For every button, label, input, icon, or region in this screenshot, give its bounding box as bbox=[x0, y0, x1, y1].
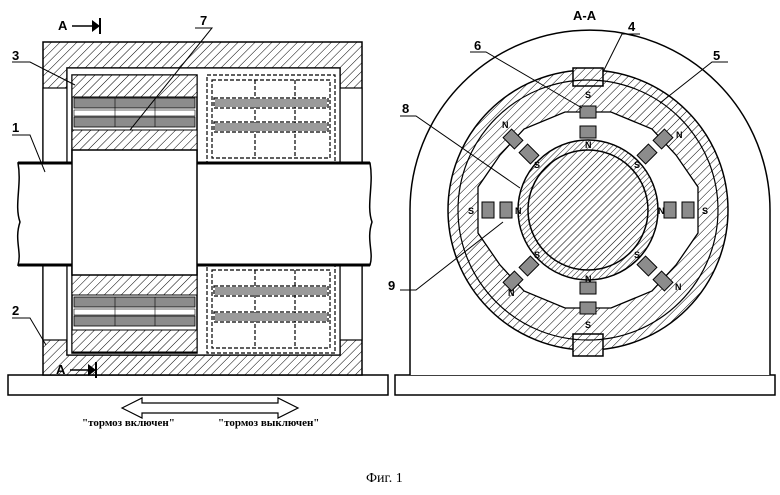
svg-text:S: S bbox=[634, 160, 640, 170]
svg-text:1: 1 bbox=[12, 120, 19, 135]
rotor-yoke-top bbox=[72, 75, 197, 97]
svg-text:S: S bbox=[585, 320, 591, 330]
brake-state-indicator: "тормоз включен" "тормоз выключен" bbox=[82, 398, 319, 429]
rotor-yoke-mid-bottom bbox=[72, 275, 197, 295]
svg-text:"тормоз включен": "тормоз включен" bbox=[82, 417, 175, 429]
svg-text:N: N bbox=[676, 130, 683, 140]
bearing-left-bottom bbox=[43, 265, 67, 340]
svg-text:S: S bbox=[468, 206, 474, 216]
rotor-yoke-bottom bbox=[72, 330, 197, 352]
base-plate-left bbox=[8, 375, 388, 395]
rotor-hub bbox=[72, 150, 197, 275]
svg-text:A-A: A-A bbox=[573, 8, 597, 23]
svg-text:N: N bbox=[585, 140, 592, 150]
double-arrow bbox=[122, 398, 298, 418]
svg-text:S: S bbox=[585, 90, 591, 100]
bearing-right-top bbox=[340, 88, 362, 163]
rotor-yoke-mid-top bbox=[72, 130, 197, 150]
bearing-left-top bbox=[43, 88, 67, 163]
svg-text:A: A bbox=[56, 362, 66, 377]
svg-text:2: 2 bbox=[12, 303, 19, 318]
svg-text:S: S bbox=[702, 206, 708, 216]
svg-text:N: N bbox=[658, 206, 665, 216]
svg-text:S: S bbox=[534, 250, 540, 260]
rotor-core bbox=[528, 150, 648, 270]
svg-text:N: N bbox=[585, 274, 592, 284]
section-view: S N N S S N N S N S N S S N S N A-A 4 bbox=[388, 8, 775, 395]
svg-text:N: N bbox=[508, 288, 515, 298]
section-marker-top: A bbox=[58, 18, 100, 34]
side-view: A A 1 2 3 7 bbox=[8, 13, 388, 395]
svg-text:8: 8 bbox=[402, 101, 409, 116]
svg-text:N: N bbox=[675, 282, 682, 292]
svg-text:6: 6 bbox=[474, 38, 481, 53]
bearing-right-bottom bbox=[340, 265, 362, 340]
svg-text:A: A bbox=[58, 18, 68, 33]
svg-text:4: 4 bbox=[628, 19, 636, 34]
magnet-strips-upper bbox=[74, 98, 195, 127]
base-plate-right bbox=[395, 375, 775, 395]
svg-text:N: N bbox=[502, 120, 509, 130]
svg-text:7: 7 bbox=[200, 13, 207, 28]
svg-text:9: 9 bbox=[388, 278, 395, 293]
svg-text:"тормоз выключен": "тормоз выключен" bbox=[218, 417, 319, 429]
svg-text:N: N bbox=[515, 206, 522, 216]
svg-text:S: S bbox=[634, 250, 640, 260]
svg-text:3: 3 bbox=[12, 48, 19, 63]
svg-text:5: 5 bbox=[713, 48, 720, 63]
figure-caption: Фиг. 1 bbox=[366, 471, 403, 486]
svg-text:S: S bbox=[534, 160, 540, 170]
magnet-strips-lower bbox=[74, 297, 195, 326]
